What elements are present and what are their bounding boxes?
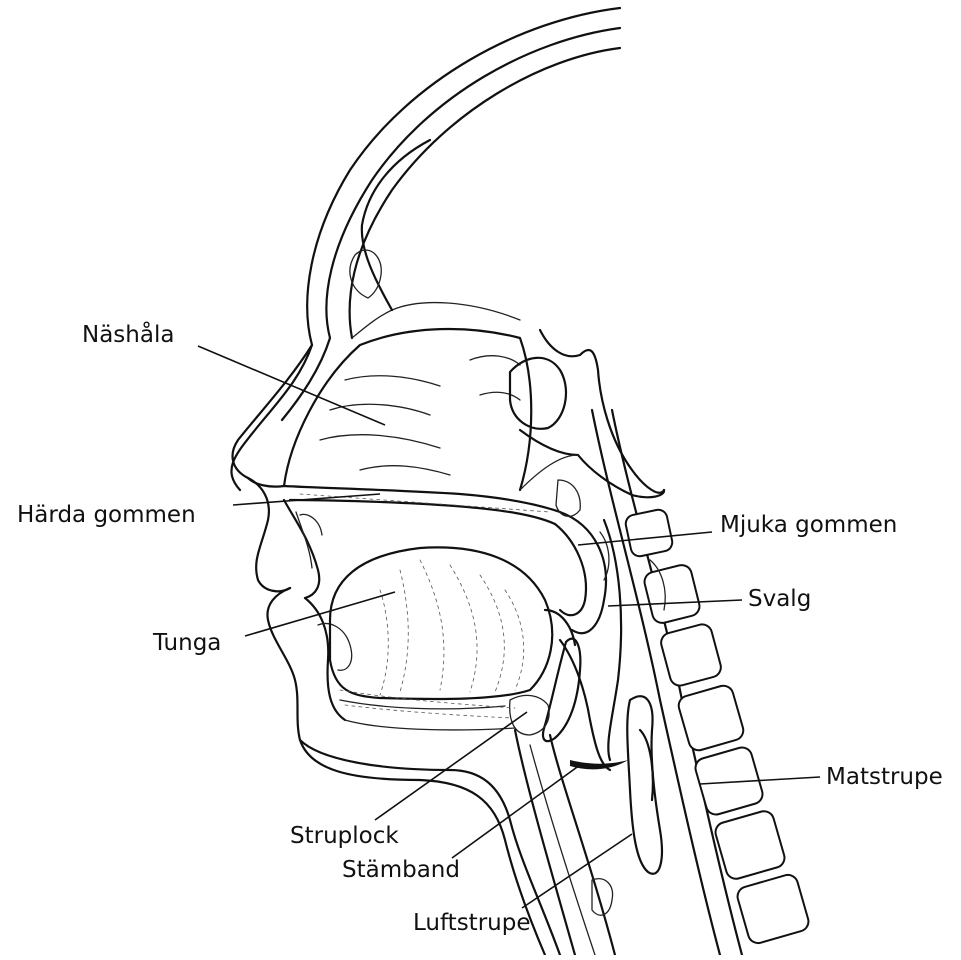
label-mjuka-gommen: Mjuka gommen (720, 512, 897, 538)
label-stamband: Stämband (342, 857, 460, 883)
label-tunga: Tunga (152, 630, 221, 656)
leader-harda-gommen (233, 494, 380, 505)
lower-lip-jaw (267, 588, 560, 955)
label-struplock: Struplock (290, 823, 399, 849)
label-harda-gommen: Härda gommen (17, 502, 196, 528)
soft-palate (555, 480, 609, 633)
upper-lip-teeth (248, 478, 322, 598)
hard-palate (284, 486, 560, 524)
label-nashala: Näshåla (82, 320, 174, 348)
sphenoid-region (510, 330, 664, 497)
label-svalg: Svalg (748, 586, 811, 612)
labels: Näshåla Härda gommen Tunga Mjuka gommen … (17, 320, 943, 936)
vertebra (735, 873, 811, 946)
leader-stamband (452, 765, 580, 858)
pharynx (545, 520, 621, 770)
nasal-cavity (284, 250, 531, 490)
leader-luftstrupe (522, 834, 632, 908)
label-luftstrupe: Luftstrupe (413, 910, 530, 936)
vertebra (659, 622, 723, 688)
label-matstrupe: Matstrupe (826, 764, 943, 790)
tongue (330, 547, 552, 699)
esophagus (627, 696, 662, 874)
skull-outline (231, 8, 620, 490)
vertebra (713, 809, 787, 881)
vertebra (642, 563, 701, 625)
vertebra (624, 508, 674, 558)
leader-nashala (198, 346, 385, 425)
vocal-cords (570, 760, 628, 769)
vertebra (676, 683, 745, 752)
